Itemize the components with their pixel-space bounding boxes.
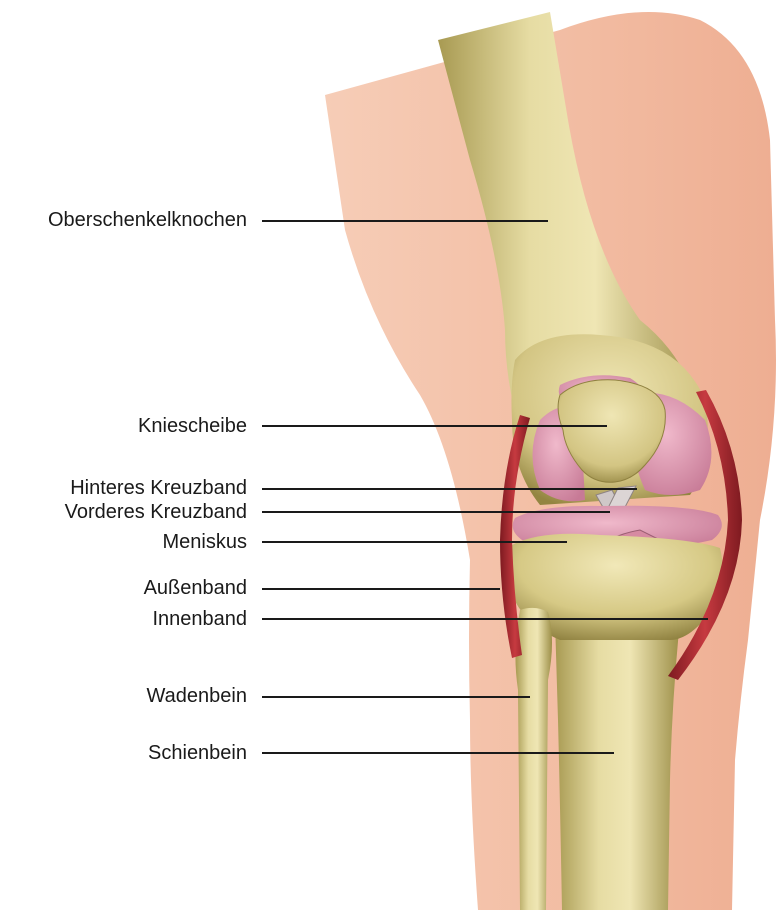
label-tibia: Schienbein — [19, 743, 247, 763]
leader-acl — [262, 511, 610, 513]
label-fibula: Wadenbein — [19, 686, 247, 706]
label-acl: Vorderes Kreuzband — [19, 502, 247, 522]
label-meniscus: Meniskus — [19, 532, 247, 552]
leader-femur — [262, 220, 548, 222]
leader-pcl — [262, 488, 637, 490]
leader-mcl — [262, 618, 708, 620]
label-lcl: Außenband — [19, 578, 247, 598]
leader-tibia — [262, 752, 614, 754]
leader-lcl — [262, 588, 500, 590]
label-mcl: Innenband — [19, 609, 247, 629]
tibia-shaft — [555, 620, 680, 910]
label-pcl: Hinteres Kreuzband — [19, 478, 247, 498]
label-patella: Kniescheibe — [19, 416, 247, 436]
leader-fibula — [262, 696, 530, 698]
leader-patella — [262, 425, 607, 427]
leader-meniscus — [262, 541, 567, 543]
label-femur: Oberschenkelknochen — [19, 210, 247, 230]
